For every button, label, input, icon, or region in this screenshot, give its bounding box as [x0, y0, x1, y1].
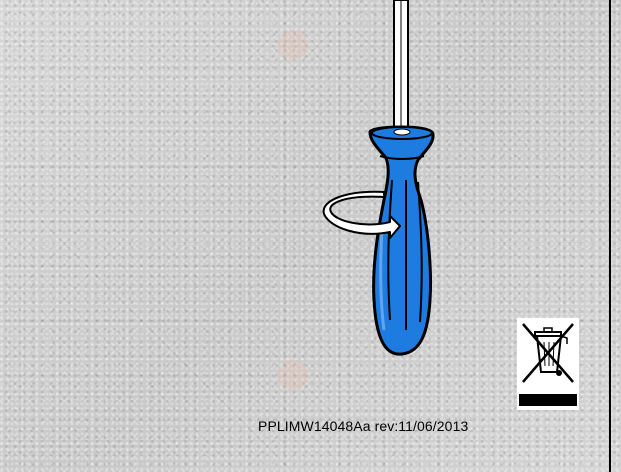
screwdriver-illustration — [320, 0, 460, 360]
weee-disposal-symbol — [517, 318, 579, 410]
watermark-mark — [278, 360, 308, 390]
page-border — [609, 0, 611, 472]
crossed-out-wheelie-bin-icon — [517, 318, 579, 410]
screwdriver-handle — [370, 127, 433, 354]
document-reference: PPLIMW14048Aa rev:11/06/2013 — [258, 418, 468, 434]
watermark-mark — [278, 30, 308, 60]
